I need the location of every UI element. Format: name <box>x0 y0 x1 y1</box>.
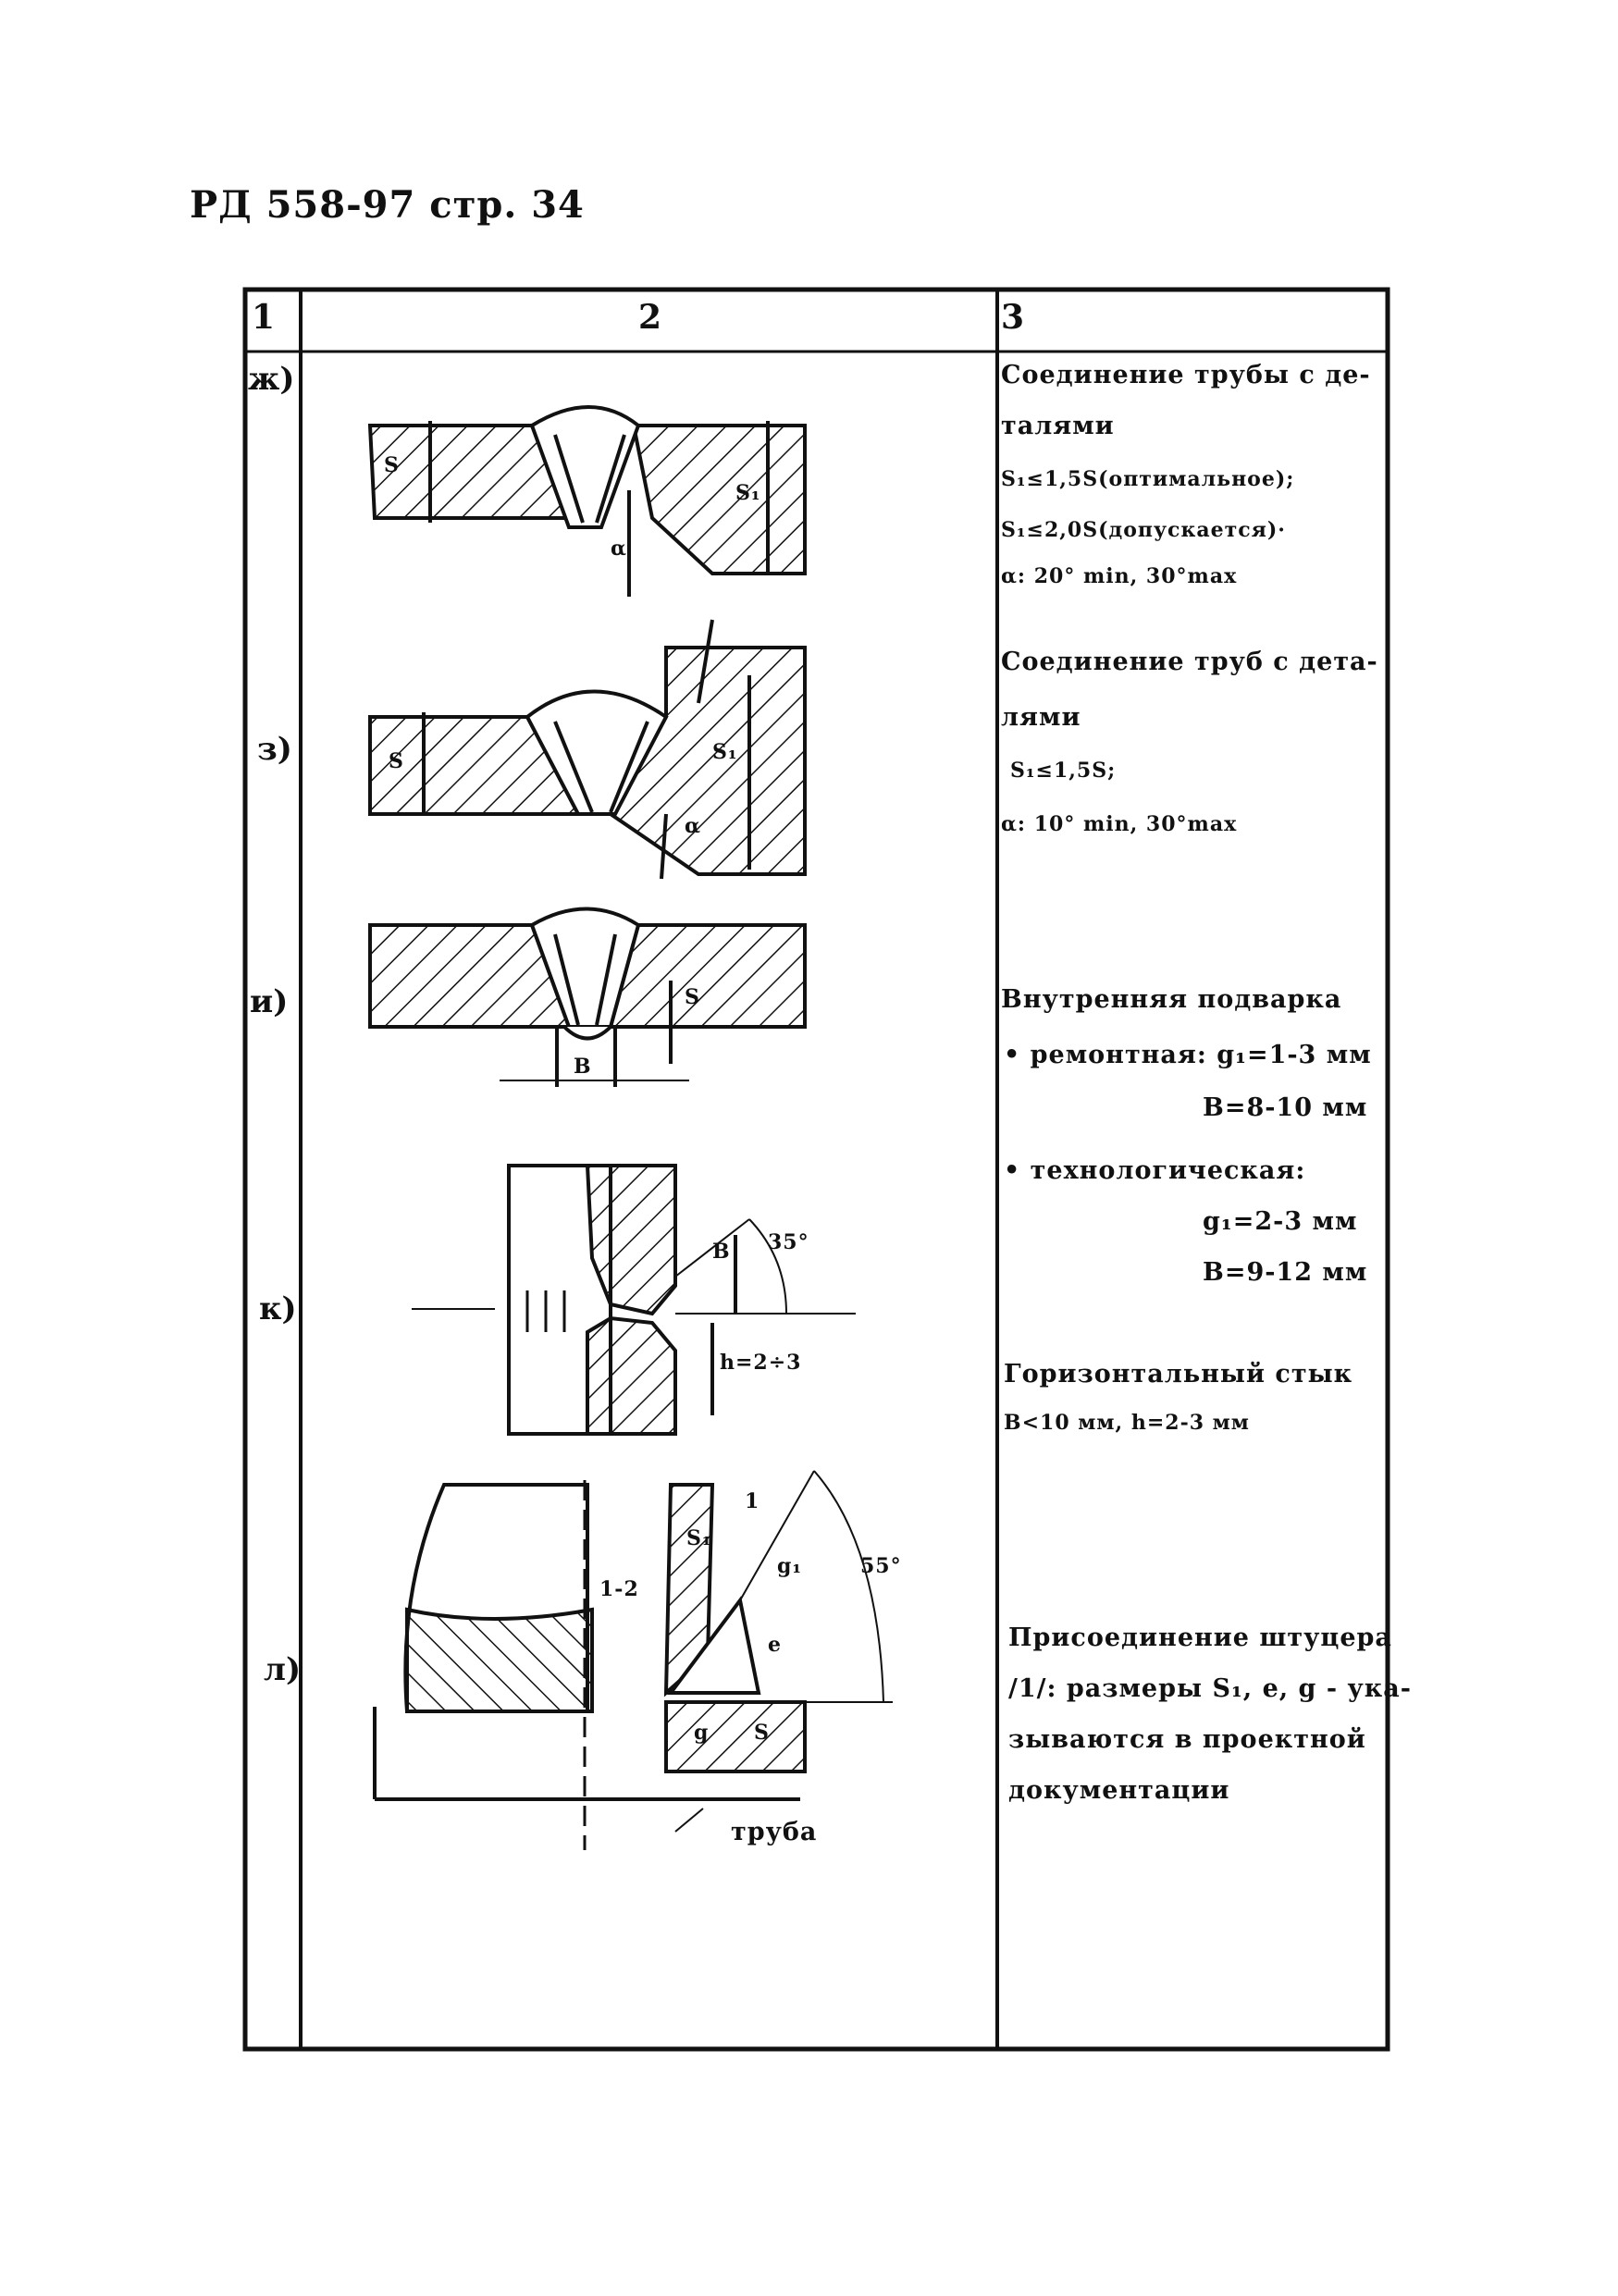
row-letter-zh: ж) <box>248 361 295 398</box>
drawing-zh <box>367 405 807 597</box>
l-line-1: Присоединение штуцера <box>1008 1623 1392 1652</box>
label-alpha-z: α <box>685 814 701 838</box>
drawing-k <box>412 1164 856 1436</box>
i-line-6: B=9-12 мм <box>1203 1258 1368 1287</box>
label-alpha-zh: α <box>611 537 627 561</box>
i-line-3: B=8-10 мм <box>1203 1093 1368 1122</box>
zh-line-5: α: 20° min, 30°max <box>1001 564 1238 588</box>
i-line-2: • ремонтная: g₁=1-3 мм <box>1004 1041 1372 1069</box>
row-letter-z: з) <box>257 731 292 768</box>
label-s-l: S <box>754 1721 770 1745</box>
row-letter-k: к) <box>259 1290 297 1327</box>
row-letter-i: и) <box>250 983 289 1020</box>
label-e-l: e <box>768 1633 782 1657</box>
zh-line-2: талями <box>1001 412 1115 440</box>
label-s-zh: S <box>384 453 400 477</box>
drawing-i <box>368 907 807 1087</box>
col-header-1: 1 <box>252 298 276 337</box>
z-line-2: лями <box>1001 703 1081 732</box>
drawing-z <box>368 619 807 880</box>
zh-line-3: S₁≤1,5S(оптимальное); <box>1001 467 1295 491</box>
z-line-1: Соединение труб с дета- <box>1001 648 1378 676</box>
label-g-l: g <box>694 1721 710 1745</box>
label-s-z: S <box>389 749 404 773</box>
l-line-4: документации <box>1008 1776 1230 1805</box>
label-s1-z: S₁ <box>712 740 738 764</box>
l-line-2: /1/: размеры S₁, e, g - ука- <box>1008 1674 1412 1703</box>
label-angle-k: 35° <box>768 1230 809 1254</box>
zh-line-1: Соединение трубы с де- <box>1001 361 1371 389</box>
k-line-2: B<10 мм, h=2-3 мм <box>1004 1411 1250 1435</box>
drawing-l <box>373 1470 893 1850</box>
i-line-5: g₁=2-3 мм <box>1203 1207 1358 1236</box>
label-one-l: 1 <box>745 1489 760 1513</box>
label-h-k: h=2÷3 <box>720 1351 802 1375</box>
label-angle-l: 55° <box>860 1554 902 1578</box>
z-line-3: S₁≤1,5S; <box>1010 759 1117 783</box>
i-line-1: Внутренняя подварка <box>1001 985 1342 1014</box>
table-border <box>242 287 1390 2052</box>
col-header-3: 3 <box>1001 298 1025 337</box>
label-s-i: S <box>685 985 700 1009</box>
k-line-1: Горизонтальный стык <box>1004 1360 1353 1389</box>
label-b-i: B <box>574 1055 592 1079</box>
label-pipe-l: труба <box>731 1818 818 1846</box>
zh-line-4: S₁≤2,0S(допускается)· <box>1001 518 1286 542</box>
col-header-2: 2 <box>638 298 662 337</box>
row-letter-l: л) <box>264 1651 302 1688</box>
label-s1-l: S₁ <box>686 1526 712 1550</box>
page-header: РД 558-97 стр. 34 <box>190 183 585 227</box>
label-one-two-l: 1-2 <box>599 1577 639 1601</box>
i-line-4: • технологическая: <box>1004 1156 1306 1185</box>
label-s1-zh: S₁ <box>735 481 761 505</box>
label-g1-l: g₁ <box>777 1554 803 1578</box>
label-b-k: B <box>712 1240 731 1264</box>
l-line-3: зываются в проектной <box>1008 1725 1366 1754</box>
z-line-4: α: 10° min, 30°max <box>1001 812 1238 836</box>
